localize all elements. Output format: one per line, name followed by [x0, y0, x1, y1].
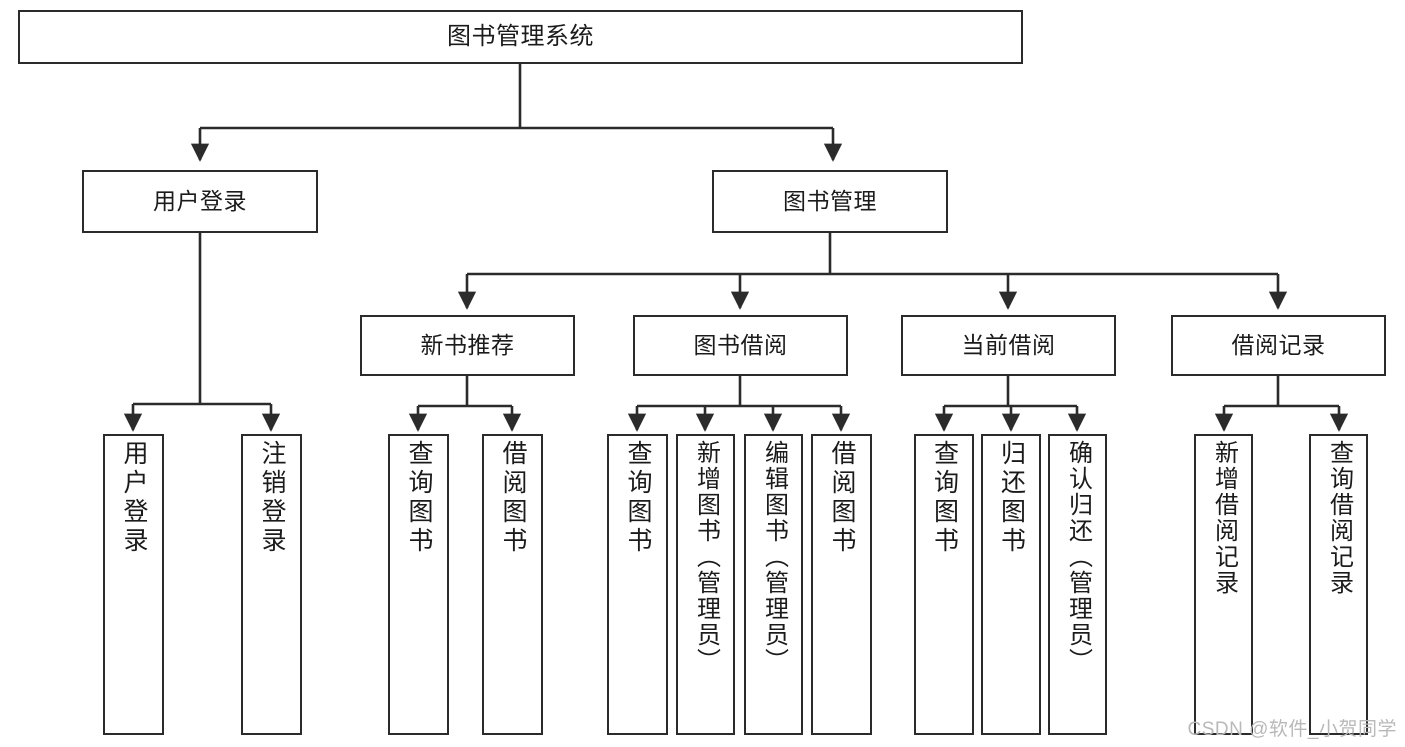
- node-new-book-recommend[interactable]: 新书推荐: [360, 315, 575, 376]
- node-label: 图书管理: [783, 187, 877, 214]
- node-leaf-confirm-return[interactable]: 确认归还（管理员）: [1048, 434, 1107, 735]
- node-label: 借阅图书: [828, 440, 856, 556]
- node-label: 新增借阅记录: [1210, 440, 1238, 596]
- node-borrow-record[interactable]: 借阅记录: [1171, 315, 1386, 376]
- node-label: 借阅图书: [499, 440, 527, 556]
- node-book-borrow[interactable]: 图书借阅: [633, 315, 848, 376]
- node-leaf-return-book[interactable]: 归还图书: [981, 434, 1041, 735]
- node-leaf-add-book[interactable]: 新增图书（管理员）: [676, 434, 735, 735]
- node-label: 当前借阅: [961, 331, 1056, 358]
- node-label: 查询图书: [624, 440, 652, 556]
- node-leaf-user-login[interactable]: 用户登录: [103, 434, 164, 735]
- node-label: 用户登录: [153, 187, 247, 214]
- node-label: 新书推荐: [420, 331, 515, 358]
- node-leaf-borrow-book-1[interactable]: 借阅图书: [482, 434, 543, 735]
- node-book-management[interactable]: 图书管理: [712, 170, 948, 233]
- node-label: 图书管理系统: [447, 22, 594, 50]
- node-label: 图书借阅: [693, 331, 788, 358]
- node-label: 新增图书（管理员）: [692, 440, 720, 674]
- node-label: 查询图书: [930, 440, 959, 556]
- node-leaf-query-book-2[interactable]: 查询图书: [607, 434, 668, 735]
- node-label: 用户登录: [120, 440, 148, 556]
- node-leaf-query-book-1[interactable]: 查询图书: [388, 434, 449, 735]
- node-leaf-edit-book[interactable]: 编辑图书（管理员）: [744, 434, 803, 735]
- node-leaf-logout-login[interactable]: 注销登录: [241, 434, 302, 735]
- node-label: 确认归还（管理员）: [1064, 440, 1092, 674]
- node-leaf-query-book-3[interactable]: 查询图书: [914, 434, 974, 735]
- node-label: 查询图书: [405, 440, 433, 556]
- node-label: 查询借阅记录: [1325, 440, 1353, 596]
- node-leaf-borrow-book-2[interactable]: 借阅图书: [811, 434, 872, 735]
- node-current-borrow[interactable]: 当前借阅: [901, 315, 1116, 376]
- node-user-login[interactable]: 用户登录: [82, 170, 318, 233]
- node-label: 归还图书: [997, 440, 1026, 556]
- node-label: 编辑图书（管理员）: [760, 440, 788, 674]
- node-leaf-add-record[interactable]: 新增借阅记录: [1194, 434, 1253, 735]
- node-label: 借阅记录: [1231, 331, 1326, 358]
- node-label: 注销登录: [258, 440, 286, 556]
- node-root-book-management-system[interactable]: 图书管理系统: [18, 10, 1023, 64]
- node-leaf-query-record[interactable]: 查询借阅记录: [1309, 434, 1368, 735]
- csdn-watermark: CSDN @软件_小贺同学: [1187, 719, 1397, 740]
